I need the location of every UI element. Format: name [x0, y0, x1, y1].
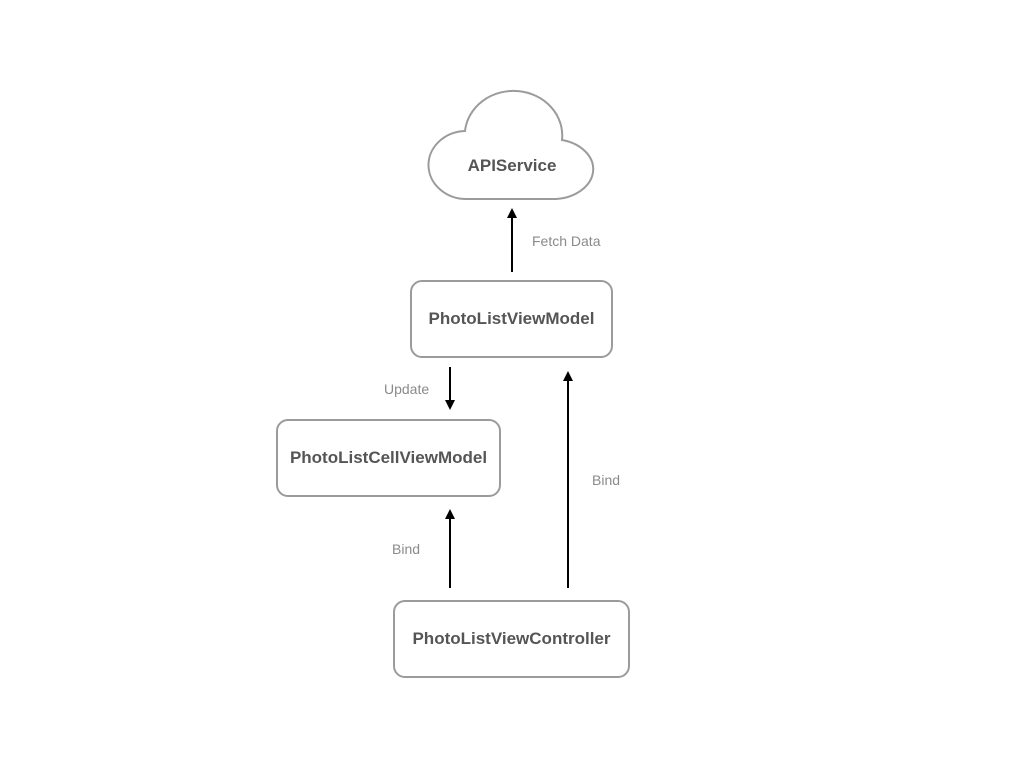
node-photo-list-view-controller: PhotoListViewController: [393, 600, 630, 678]
edge-label-bind-viewmodel: Bind: [592, 472, 621, 488]
edge-label-update: Update: [384, 381, 430, 397]
node-photo-list-cell-view-model: PhotoListCellViewModel: [276, 419, 501, 497]
edge-label-bind-cell: Bind: [392, 541, 421, 557]
node-photo-list-cell-view-model-label: PhotoListCellViewModel: [289, 448, 488, 467]
node-api-service: APIService: [428, 138, 596, 194]
node-photo-list-view-controller-label: PhotoListViewController: [412, 629, 611, 648]
node-photo-list-view-model-label: PhotoListViewModel: [428, 309, 595, 328]
node-photo-list-view-model: PhotoListViewModel: [410, 280, 613, 358]
node-api-service-label: APIService: [467, 156, 557, 175]
cloud-shape: [427, 89, 595, 201]
edge-label-fetch-data: Fetch Data: [532, 233, 601, 249]
